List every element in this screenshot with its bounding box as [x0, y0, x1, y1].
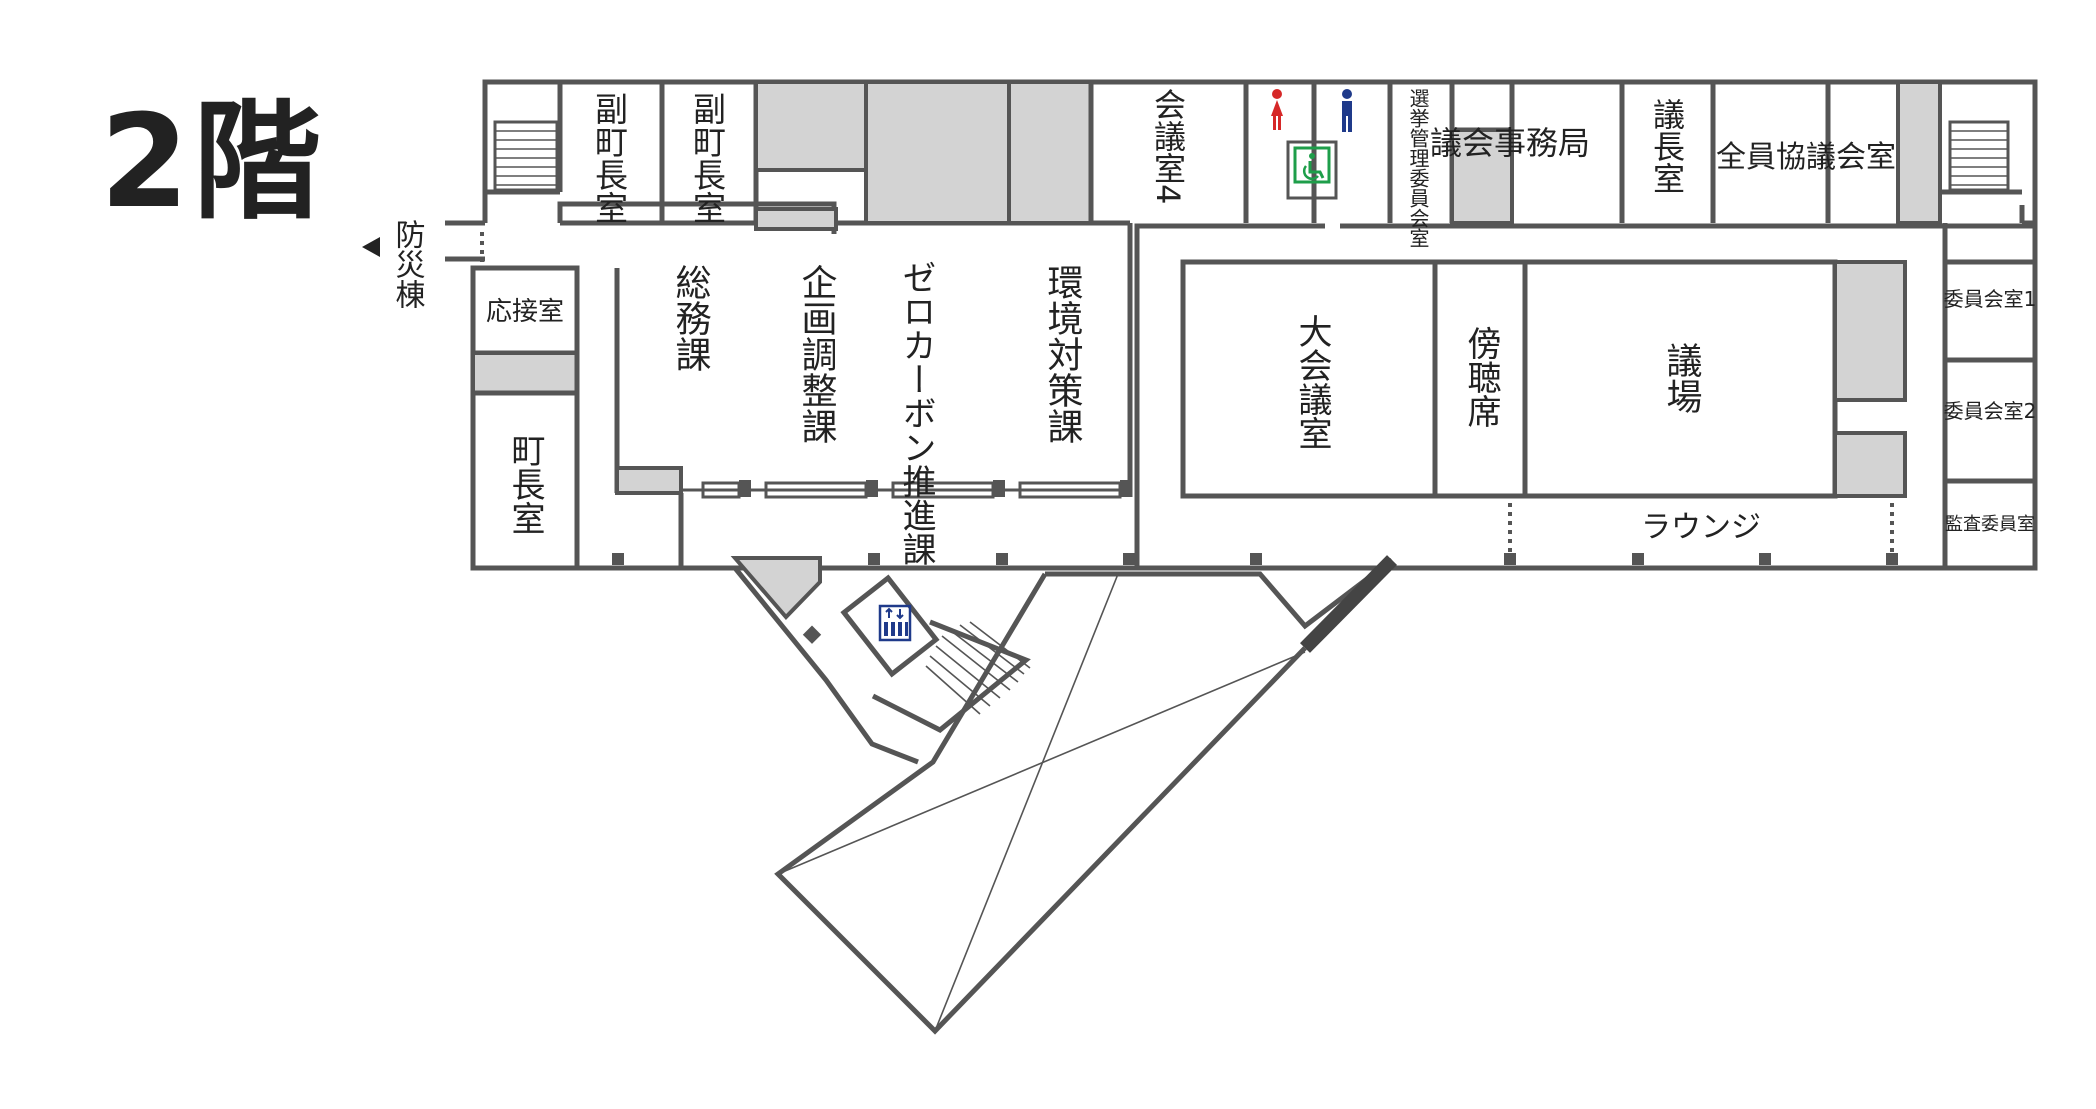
room-assembly-secretariat: 議会事務局	[1430, 124, 1590, 162]
room-environment: 環境対策課	[1042, 264, 1083, 444]
room-planning: 企画調整課	[796, 264, 837, 444]
room-committee-2: 委員会室2	[1944, 399, 2037, 423]
elevator-icon	[878, 604, 912, 642]
room-reception: 応接室	[486, 297, 564, 327]
exit-disaster-building: 防災棟	[390, 219, 426, 309]
room-mayor: 町長室	[505, 433, 545, 535]
room-audit-committee: 監査委員室	[1945, 514, 2035, 535]
pillars	[612, 553, 1898, 644]
room-committee-1: 委員会室1	[1944, 287, 2037, 311]
restroom-men-icon	[1342, 89, 1352, 132]
room-meeting-4: 会議室4	[1149, 88, 1187, 204]
room-vice-mayor-2: 副町長室	[688, 92, 727, 224]
room-vice-mayor-1: 副町長室	[590, 92, 629, 224]
room-large-meeting: 大会議室	[1292, 314, 1332, 450]
office-counter	[681, 480, 1132, 499]
right-wing	[480, 223, 2038, 571]
lower-core	[730, 556, 1031, 733]
room-assembly-hall: 議場	[1661, 342, 1702, 414]
floor-title: 2階	[100, 88, 326, 237]
accessible-toilet-icon	[1293, 146, 1331, 184]
stairs-icon	[925, 621, 1031, 715]
top-row	[493, 80, 2022, 231]
room-labels: 防災棟 副町長室 副町長室 会議室4 選挙管理委員会室 議会事務局 議長室 全員…	[390, 88, 2037, 566]
room-chairman: 議長室	[1648, 98, 1686, 194]
arrow-left-icon	[362, 237, 380, 257]
room-election-committee: 選挙管理委員会室	[1406, 88, 1430, 248]
left-wing	[470, 223, 1133, 568]
room-gallery: 傍聴席	[1461, 326, 1501, 428]
room-zero-carbon: ゼロカーボン推進課	[896, 260, 936, 566]
room-general-affairs: 総務課	[670, 264, 711, 372]
area-lounge: ラウンジ	[1641, 510, 1761, 545]
room-plenary-council: 全員協議会室	[1716, 140, 1896, 175]
restroom-women-icon	[1271, 89, 1283, 130]
